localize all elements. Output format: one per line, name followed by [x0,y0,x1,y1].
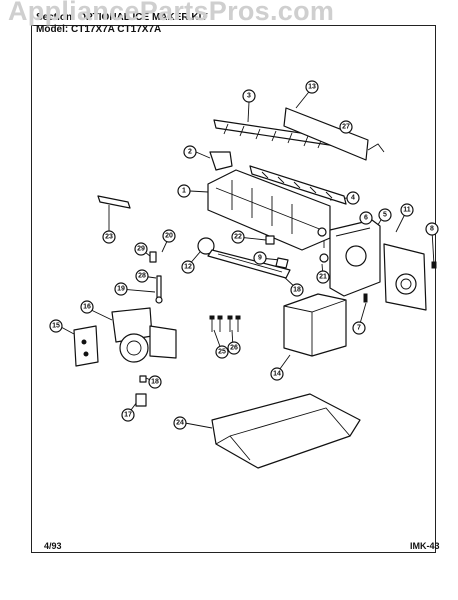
valve-hardware [135,375,147,407]
housing-screw [363,293,368,303]
stripper [249,165,347,205]
fill-trough [197,237,291,279]
diagram-frame [31,25,436,553]
callout-2: 2 [183,145,197,159]
svg-text:2: 2 [188,149,192,156]
callout-20: 20 [162,229,176,243]
callout-14: 14 [270,367,284,381]
svg-text:3: 3 [247,93,251,100]
svg-text:23: 23 [105,234,113,241]
small-hardware [265,227,329,269]
ice-bin [211,393,361,469]
callout-5: 5 [378,208,392,222]
svg-text:26: 26 [230,345,238,352]
callout-7: 7 [352,321,366,335]
section-title: Section: OPTIONAL ICE MAKER KIT [36,12,208,23]
callout-28: 28 [135,269,149,283]
callout-21: 21 [316,270,330,284]
callout-29: 29 [134,242,148,256]
callout-22: 22 [231,230,245,244]
svg-text:6: 6 [364,215,368,222]
callout-26: 26 [227,341,241,355]
svg-text:28: 28 [138,273,146,280]
svg-text:1: 1 [182,188,186,195]
svg-text:16: 16 [83,304,91,311]
callout-18b: 18 [290,283,304,297]
svg-text:18: 18 [151,379,159,386]
svg-text:18: 18 [293,287,301,294]
callout-3: 3 [242,89,256,103]
footer-code: IMK-43 [410,541,440,551]
svg-text:22: 22 [234,234,242,241]
callout-13: 13 [305,80,319,94]
model-title: Model: CT17X7A CT17X7A [36,24,162,35]
callout-17: 17 [121,408,135,422]
svg-text:13: 13 [308,84,316,91]
front-cover [283,293,347,357]
callout-8: 8 [425,222,439,236]
callout-16: 16 [80,300,94,314]
control-housing [329,219,381,297]
mounting-bracket [209,151,233,171]
callout-23: 23 [102,230,116,244]
svg-text:4: 4 [351,195,355,202]
svg-text:8: 8 [430,226,434,233]
motor-plate [383,243,427,311]
callout-24: 24 [173,416,187,430]
water-valve [73,307,177,367]
svg-text:14: 14 [273,371,281,378]
svg-text:21: 21 [319,274,327,281]
callout-27: 27 [339,120,353,134]
svg-text:27: 27 [342,124,350,131]
water-fittings [149,251,163,304]
svg-text:11: 11 [403,207,411,214]
callout-12: 12 [181,260,195,274]
svg-text:15: 15 [52,323,60,330]
svg-text:25: 25 [218,349,226,356]
callout-11: 11 [400,203,414,217]
fill-tube [97,195,131,209]
callout-1: 1 [177,184,191,198]
callout-4: 4 [346,191,360,205]
callout-9: 9 [253,251,267,265]
footer-date: 4/93 [44,541,62,551]
callout-18: 18 [148,375,162,389]
svg-text:24: 24 [176,420,184,427]
callout-6: 6 [359,211,373,225]
svg-text:29: 29 [137,246,145,253]
svg-text:5: 5 [383,212,387,219]
svg-text:9: 9 [258,255,262,262]
callout-19: 19 [114,282,128,296]
screw [431,261,437,269]
svg-text:20: 20 [165,233,173,240]
svg-text:17: 17 [124,412,132,419]
screw-set [209,315,241,332]
callout-15: 15 [49,319,63,333]
svg-text:19: 19 [117,286,125,293]
svg-text:7: 7 [357,325,361,332]
svg-text:12: 12 [184,264,192,271]
callout-25: 25 [215,345,229,359]
